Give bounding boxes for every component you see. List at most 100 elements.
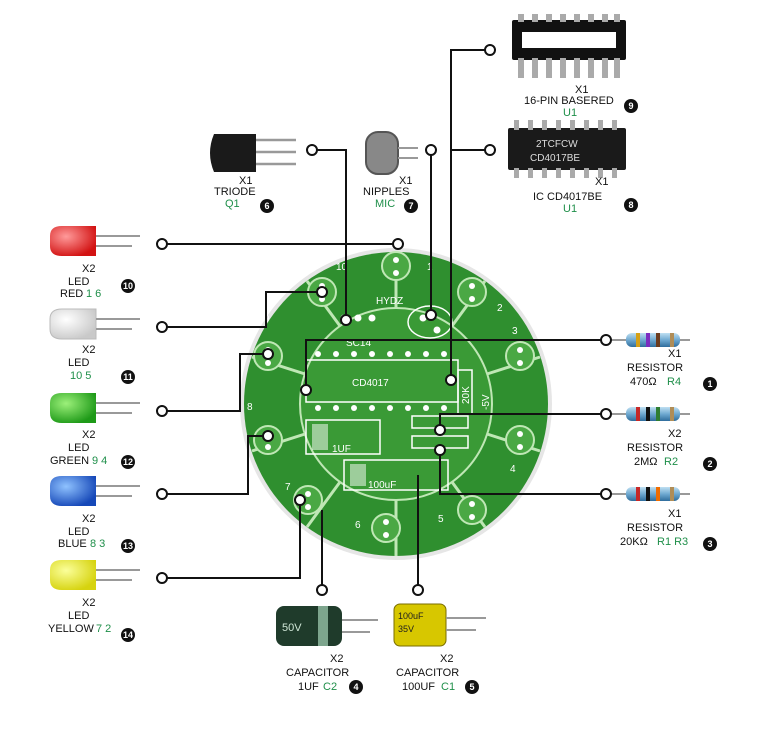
step-10-badge: 10	[121, 279, 135, 293]
led-yellow	[50, 560, 140, 590]
triode-ref: Q1	[225, 198, 240, 210]
ic-marking-1: 2TCFCW	[536, 139, 578, 150]
socket-name: 16-PIN BASERED	[524, 95, 614, 107]
mic-ref: MIC	[375, 198, 396, 210]
step-2-badge: 2	[703, 457, 717, 471]
ic-cd4017: 2TCFCW CD4017BE	[508, 120, 626, 178]
r13-qty: X1	[668, 508, 682, 520]
ic-ref: U1	[563, 203, 578, 215]
wire-endpoints	[156, 44, 612, 596]
r2-value: 2MΩ	[634, 456, 658, 468]
r2-qty: X2	[668, 428, 682, 440]
r2-name: RESISTOR	[627, 442, 684, 454]
capacitor-c1: 100uF 35V	[393, 603, 486, 647]
step-14-badge: 14	[121, 628, 135, 642]
led-red-ref: 1 6	[86, 288, 102, 300]
led-yellow-name: LED	[68, 610, 90, 622]
led-green-qty: X2	[82, 429, 96, 441]
step-1-badge: 1	[703, 377, 717, 391]
r13-name: RESISTOR	[627, 522, 684, 534]
led-blue	[50, 476, 140, 506]
ic-qty: X1	[595, 176, 609, 188]
r4-name: RESISTOR	[627, 362, 684, 374]
triode	[210, 134, 296, 172]
r4-value: 470Ω	[630, 376, 657, 388]
step-6-badge: 6	[260, 199, 274, 213]
pcb-pin-label: SC14	[346, 338, 371, 349]
pcb-pos-6: 6	[355, 520, 361, 531]
led-green-ref: 9 4	[92, 455, 108, 467]
led-yellow-color: YELLOW	[48, 623, 94, 635]
capacitor-c2: 50V	[276, 606, 378, 646]
c1-ref: C1	[441, 681, 456, 693]
pcb-pos-5: 5	[438, 514, 444, 525]
pcb-5v: -5V	[481, 394, 492, 410]
r13-value: 20KΩ	[620, 536, 648, 548]
ic-name: IC CD4017BE	[533, 191, 603, 203]
c1-value: 100UF	[402, 681, 436, 693]
pcb-pos-2: 2	[497, 303, 503, 314]
led-blue-qty: X2	[82, 513, 96, 525]
pcb-ic-label: CD4017	[352, 378, 389, 389]
r13-ref: R1 R3	[657, 536, 689, 548]
r4-qty: X1	[668, 348, 682, 360]
pcb-cap-large: 100uF	[368, 480, 396, 491]
step-4-badge: 4	[349, 680, 363, 694]
socket-16pin	[512, 14, 626, 78]
led-white-name: LED	[68, 357, 90, 369]
pcb-pos-8: 8	[247, 402, 253, 413]
led-green-name: LED	[68, 442, 90, 454]
mic-qty: X1	[399, 175, 413, 187]
pcb-cap-small: 1UF	[332, 444, 351, 455]
c1-name: CAPACITOR	[396, 667, 460, 679]
led-white-qty: X2	[82, 344, 96, 356]
led-blue-ref: 8 3	[90, 538, 106, 550]
pcb-pos-4: 4	[510, 464, 516, 475]
resistor-r2	[612, 407, 690, 421]
leader-wires	[162, 49, 606, 590]
led-green	[50, 393, 140, 423]
resistor-r4	[612, 333, 690, 347]
pcb-20k: 20K	[461, 386, 472, 404]
led-red	[50, 226, 140, 256]
r2-ref: R2	[664, 456, 679, 468]
step-3-badge: 3	[703, 537, 717, 551]
step-9-badge: 9	[624, 99, 638, 113]
step-7-badge: 7	[404, 199, 418, 213]
led-red-color: RED	[60, 288, 84, 300]
socket-ref: U1	[563, 107, 578, 119]
r4-ref: R4	[667, 376, 682, 388]
led-green-color: GREEN	[50, 455, 90, 467]
triode-qty: X1	[239, 175, 253, 187]
led-yellow-qty: X2	[82, 597, 96, 609]
step-5-badge: 5	[465, 680, 479, 694]
ic-marking-2: CD4017BE	[530, 153, 580, 164]
led-red-name: LED	[68, 276, 90, 288]
microphone	[365, 131, 418, 175]
c1-marking-2: 35V	[398, 624, 414, 634]
step-13-badge: 13	[121, 539, 135, 553]
pcb-logo: HYDZ	[376, 296, 403, 307]
pcb-pos-7: 7	[285, 482, 291, 493]
c2-ref: C2	[323, 681, 338, 693]
ic-pins	[315, 351, 447, 411]
c2-name: CAPACITOR	[286, 667, 350, 679]
step-8-badge: 8	[624, 198, 638, 212]
mic-name: NIPPLES	[363, 186, 410, 198]
led-white	[49, 308, 140, 340]
step-11-badge: 11	[121, 370, 135, 384]
triode-name: TRIODE	[214, 186, 256, 198]
pcb-pos-10: 10	[336, 262, 348, 273]
c2-value: 1UF	[298, 681, 319, 693]
c2-qty: X2	[330, 653, 344, 665]
socket-qty: X1	[575, 84, 589, 96]
c2-marking: 50V	[282, 622, 302, 634]
led-yellow-ref: 7 2	[96, 623, 112, 635]
led-white-ref: 10 5	[70, 370, 92, 382]
step-12-badge: 12	[121, 455, 135, 469]
pcb-board: 1 2 3 4 5 6 7 8 9 10 CD4017 SC14 HYDZ	[240, 248, 552, 560]
led-red-qty: X2	[82, 263, 96, 275]
c1-marking-1: 100uF	[398, 611, 424, 621]
resistor-r1-r3	[612, 487, 690, 501]
